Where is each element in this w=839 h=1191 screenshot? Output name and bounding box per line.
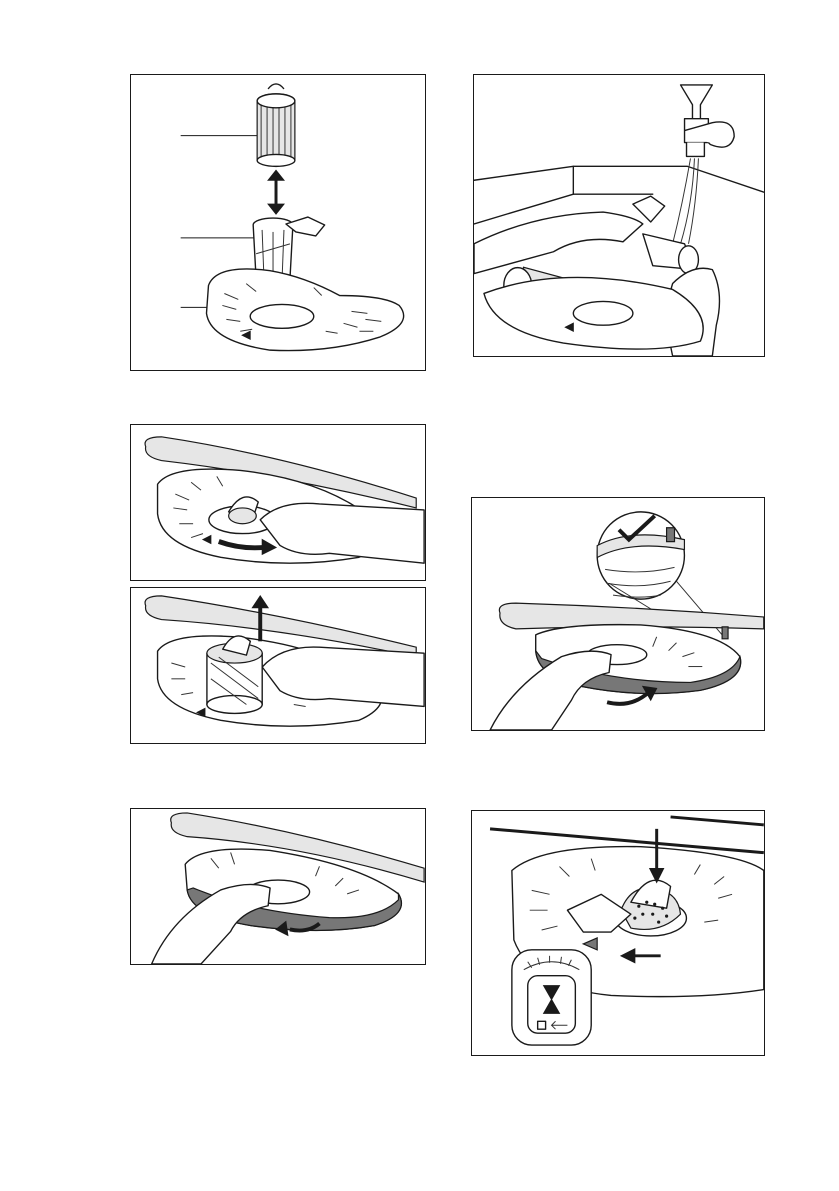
turn-filter-illustration [131,425,425,580]
figure-rinse-filter-under-tap [473,74,765,357]
rinse-illustration [474,75,764,356]
figure-lift-filter-out [130,587,426,744]
filter-lock-illustration [472,811,764,1055]
figure-turn-filter-counterclockwise [130,424,426,581]
coarse-filter [633,196,699,273]
filter-lock-indicator-icon [512,950,591,1045]
water-tap [681,85,735,156]
lift-filter-illustration [131,588,425,743]
figure-reinstall-filter-lock [471,810,765,1056]
flat-filter [206,269,403,351]
filter-parts-illustration [131,75,425,370]
fine-filter [257,84,295,166]
figure-filter-parts [130,74,426,371]
figure-reinstall-flat-filter-check-position [471,497,765,731]
filter-assembly [207,636,262,713]
reinstall-flat-filter-illustration [472,498,764,730]
double-arrow-icon [268,170,284,214]
remove-flat-filter-illustration [131,809,425,964]
figure-remove-flat-filter [130,808,426,965]
